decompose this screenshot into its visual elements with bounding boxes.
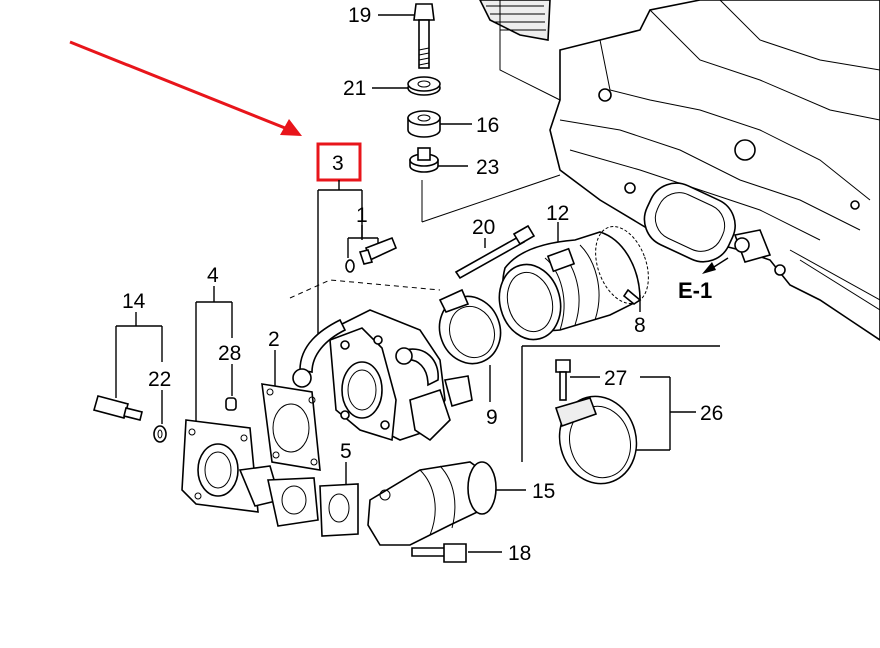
pin-part-28: [225, 397, 237, 411]
callout-labels: 19 21 16 23 3 1 20 12 8 9 4 28 2 14 22 5…: [122, 4, 723, 565]
callout-27: 27: [604, 367, 627, 390]
adapter-part-4: [181, 419, 282, 513]
callout-5: 5: [340, 440, 352, 463]
callout-18: 18: [508, 542, 531, 565]
mounting-bolt-stack: [407, 3, 441, 173]
callout-3: 3: [332, 152, 344, 175]
hose-clamp-part-9: [438, 288, 502, 365]
callout-20: 20: [472, 216, 495, 239]
callout-e1: E-1: [678, 278, 712, 303]
intake-hose-part-12: [498, 226, 649, 341]
highlight-arrow: [69, 40, 302, 136]
throttle-sensor-part-1: [345, 236, 398, 273]
long-bolt-part-20: [454, 224, 536, 280]
callout-14: 14: [122, 290, 146, 313]
callout-22: 22: [148, 368, 171, 391]
callout-8: 8: [634, 314, 646, 337]
callout-12: 12: [546, 202, 569, 225]
callout-26: 26: [700, 402, 723, 425]
leader-lines: [115, 14, 729, 553]
callout-2: 2: [268, 328, 280, 351]
bolt-part-18: [411, 543, 467, 563]
throttle-body-part-3: [292, 309, 473, 442]
callout-4: 4: [207, 264, 219, 287]
seal-ring-part-26: [554, 395, 638, 485]
callout-28: 28: [218, 342, 241, 365]
intake-manifold: [479, 0, 880, 341]
elbow-pipe-part-15: [367, 461, 497, 546]
callout-1: 1: [356, 204, 368, 227]
temperature-sensor-part-14: [93, 395, 167, 443]
bolt-part-27: [555, 359, 571, 401]
gasket-part-2: [261, 383, 321, 471]
callout-21: 21: [343, 77, 366, 100]
callout-16: 16: [476, 114, 499, 137]
callout-15: 15: [532, 480, 555, 503]
elbow-gasket-part-5: [267, 477, 359, 537]
callout-19: 19: [348, 4, 371, 27]
callout-9: 9: [486, 406, 498, 429]
callout-23: 23: [476, 156, 499, 179]
